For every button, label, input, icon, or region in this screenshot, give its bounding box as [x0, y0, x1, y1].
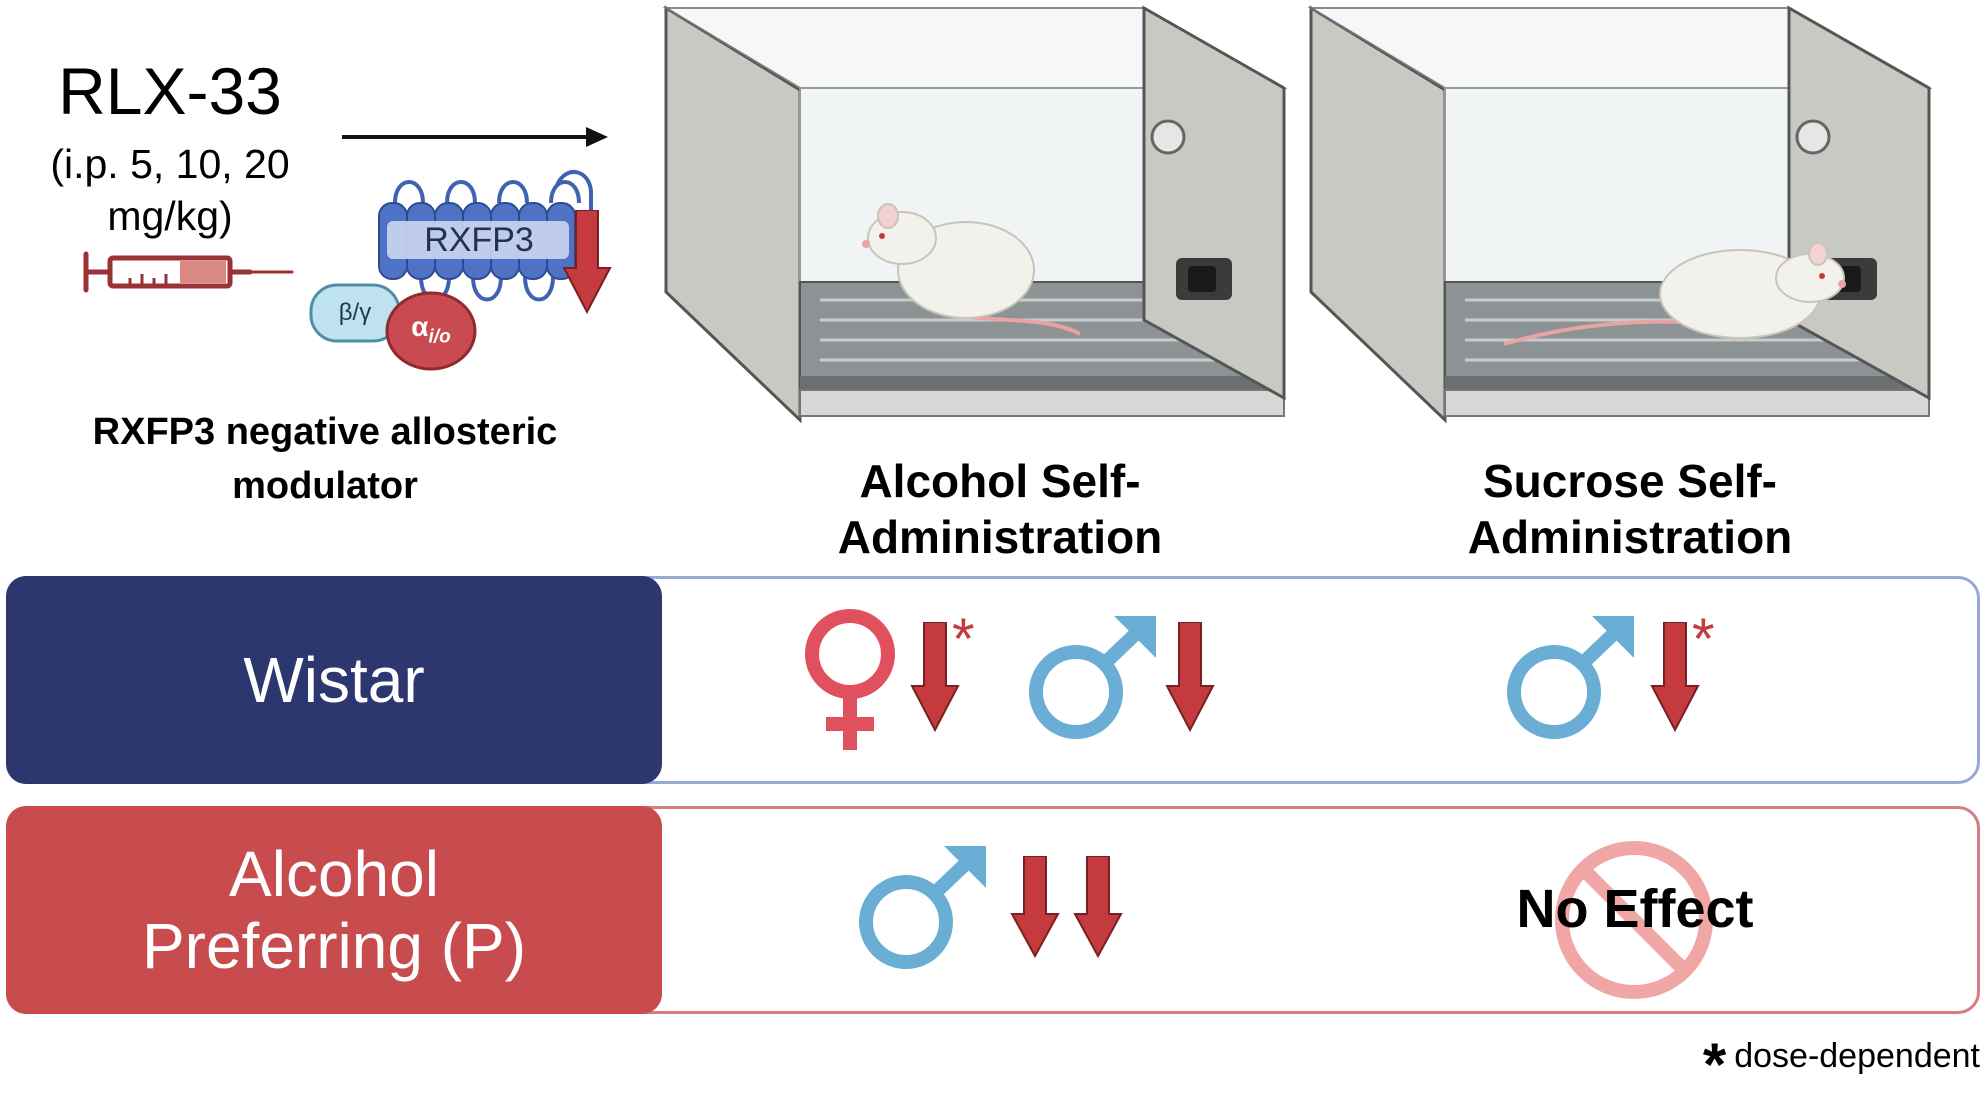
dose-dependent-asterisk: *: [952, 607, 975, 672]
sucrose-cage-icon: [1307, 5, 1933, 424]
down-arrow-icon: [1165, 622, 1215, 733]
receptor-icon: [309, 170, 593, 371]
male-symbol-icon: [1507, 616, 1634, 739]
alcohol-cage-icon: [662, 5, 1288, 424]
dose-dependent-note: *dose-dependent: [1650, 1030, 1980, 1099]
note-text: dose-dependent: [1734, 1037, 1980, 1075]
drug-name: RLX-33: [58, 54, 282, 128]
down-arrow-icon: [1010, 856, 1060, 959]
down-arrow-icon: [562, 210, 612, 315]
p-label-line1: Alcohol: [229, 838, 439, 910]
sucrose-condition-label: Sucrose Self- Administration: [1390, 453, 1870, 565]
drug-class: RXFP3 negative allosteric modulator: [40, 405, 610, 513]
alcohol-condition-label: Alcohol Self- Administration: [760, 453, 1240, 565]
alcohol-condition-line1: Alcohol Self-: [859, 455, 1141, 507]
drug-class-line2: modulator: [232, 465, 418, 507]
alpha-subscript: i/o: [428, 326, 451, 348]
down-arrow-icon: [1650, 622, 1700, 733]
receptor-diagram: RXFP3 β/γ αi/o: [305, 165, 625, 375]
no-sign-icon: [1555, 841, 1713, 999]
sucrose-condition-line1: Sucrose Self-: [1483, 455, 1777, 507]
drug-dose: (i.p. 5, 10, 20 mg/kg): [30, 138, 310, 242]
p-row-label: Alcohol Preferring (P): [6, 806, 662, 1014]
wistar-label-text: Wistar: [243, 644, 425, 716]
down-arrow-icon: [1073, 856, 1123, 959]
down-arrow-icon: [910, 622, 960, 733]
drug-dose-line1: (i.p. 5, 10, 20: [50, 141, 290, 187]
male-symbol-icon: [859, 846, 986, 969]
drug-class-line1: RXFP3 negative allosteric: [92, 411, 558, 453]
note-asterisk: *: [1702, 1031, 1727, 1098]
no-effect-label: No Effect: [1516, 879, 1754, 939]
rat-alcohol-icon: [862, 203, 1081, 336]
male-symbol-icon: [1029, 616, 1156, 739]
dose-dependent-asterisk: *: [1692, 607, 1715, 672]
sucrose-condition-line2: Administration: [1467, 511, 1793, 563]
beta-gamma-subunit-label: β/γ: [338, 299, 372, 326]
alpha-subunit-label: αi/o: [389, 311, 473, 349]
syringe-icon: [83, 251, 294, 293]
wistar-row-label: Wistar: [6, 576, 662, 784]
rat-sucrose-icon: [1503, 242, 1846, 346]
alpha-base: α: [411, 311, 429, 342]
p-label-line2: Preferring (P): [141, 910, 527, 982]
treatment-arrow-icon: [342, 127, 608, 147]
alcohol-condition-line2: Administration: [837, 511, 1163, 563]
female-symbol-icon: [805, 609, 895, 750]
drug-dose-line2: mg/kg): [107, 193, 233, 239]
receptor-label: RXFP3: [424, 221, 534, 259]
